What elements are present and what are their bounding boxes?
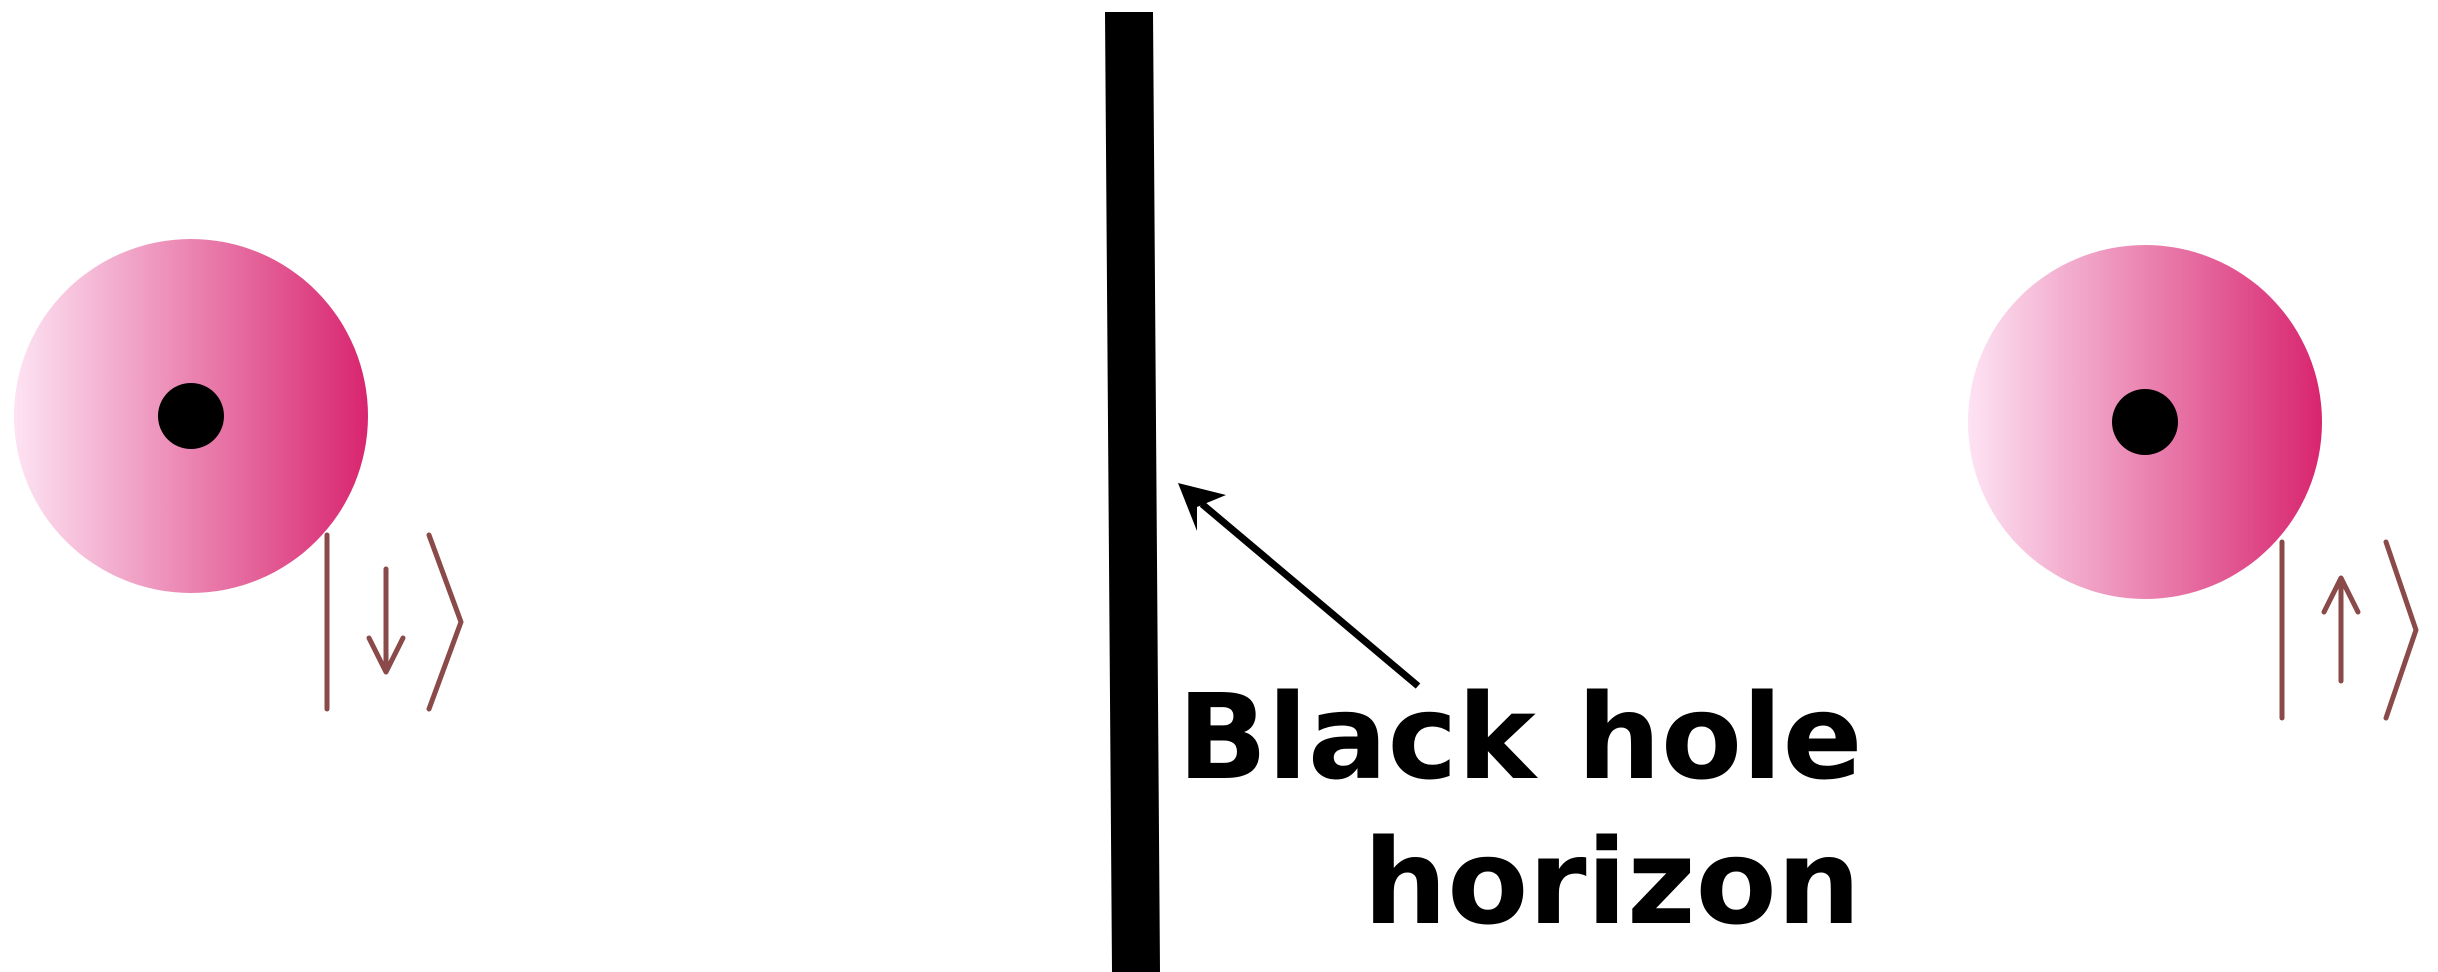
left-ket-angle-bracket — [429, 535, 461, 709]
right-particle-core — [2112, 389, 2178, 455]
horizon-label: Black hole horizon — [1177, 668, 1862, 951]
right-ket-angle-bracket — [2386, 542, 2416, 718]
label-line-black-hole: Black hole — [1177, 668, 1862, 806]
horizon-line — [1105, 12, 1160, 972]
pointer-arrow-shaft — [1202, 504, 1418, 686]
spin-up-ket-icon — [2282, 542, 2416, 718]
right-particle — [1968, 245, 2322, 599]
left-particle — [14, 239, 368, 593]
spin-down-ket-icon — [327, 535, 461, 709]
left-particle-core — [158, 383, 224, 449]
label-line-horizon: horizon — [1363, 813, 1860, 951]
pointer-arrow-icon — [1178, 483, 1418, 686]
